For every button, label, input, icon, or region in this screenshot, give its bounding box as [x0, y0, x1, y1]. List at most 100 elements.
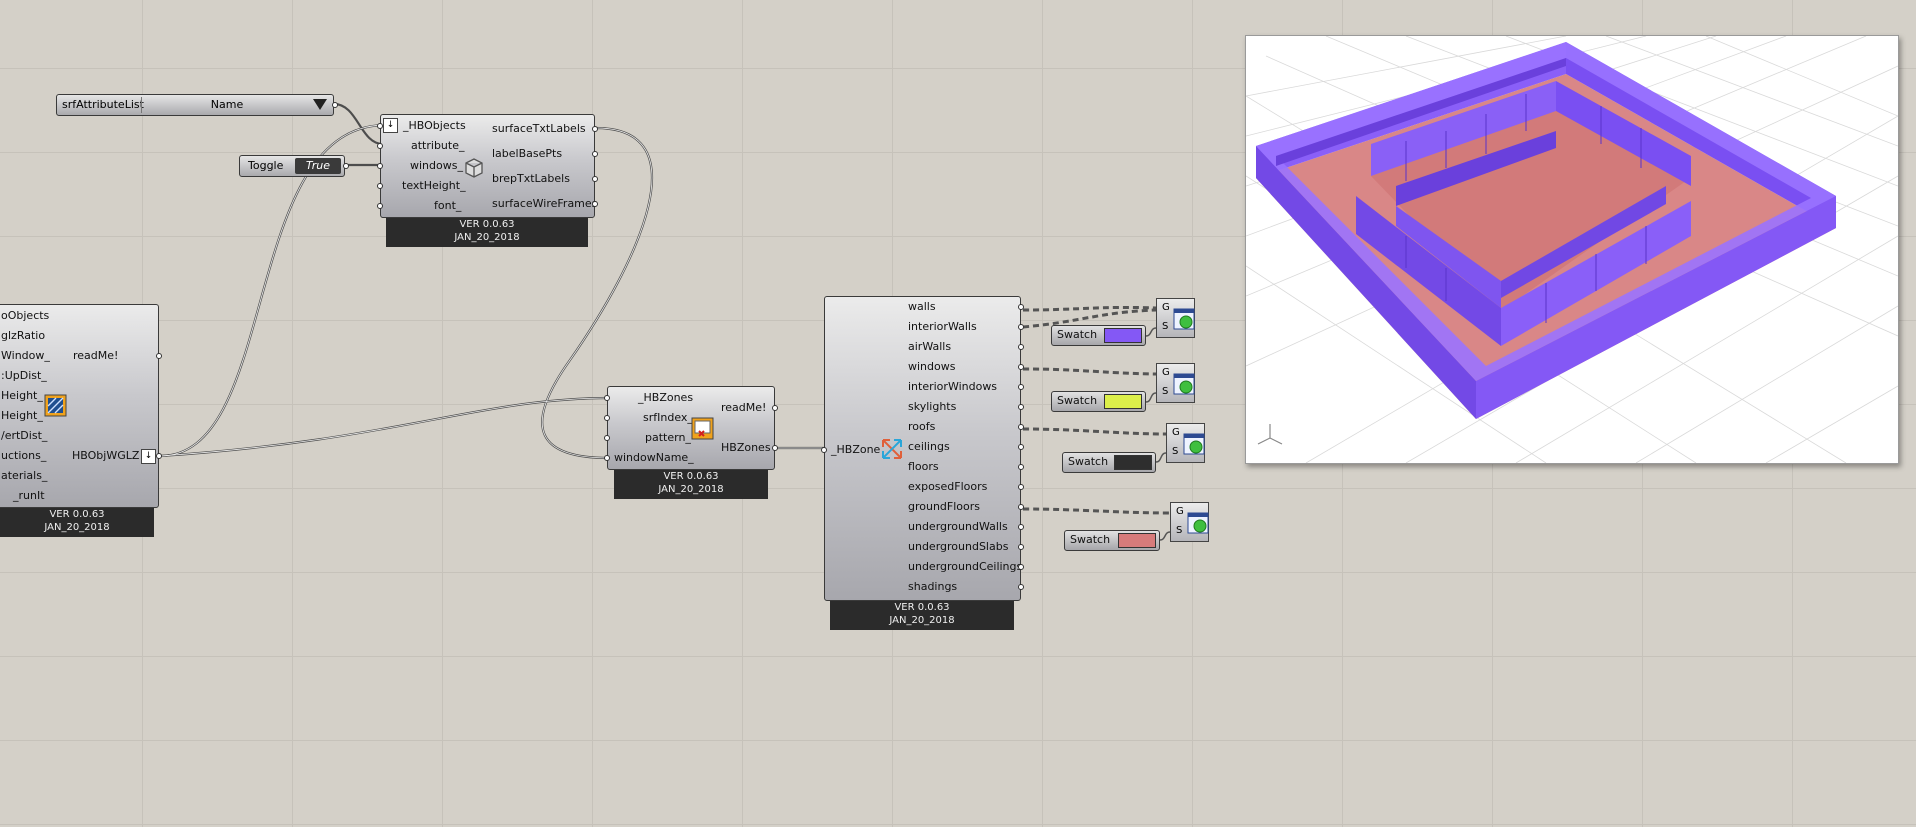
output-breptxtlabels: brepTxtLabels — [492, 172, 570, 185]
value-list-field[interactable]: Name — [141, 97, 312, 113]
version-date: JAN_20_2018 — [658, 484, 724, 495]
input-grip[interactable] — [377, 163, 383, 169]
decompose-icon — [882, 439, 902, 459]
swatch-color[interactable] — [1114, 455, 1152, 470]
input-grip[interactable] — [604, 455, 610, 461]
output-grip[interactable] — [1018, 484, 1024, 490]
preview-sphere-icon — [1173, 308, 1195, 330]
output-grip[interactable] — [592, 176, 598, 182]
output-grip[interactable] — [1018, 424, 1024, 430]
input-grip[interactable] — [604, 415, 610, 421]
flatten-output-icon[interactable]: ↓ — [141, 449, 156, 464]
custom-preview-3[interactable]: G S — [1166, 423, 1205, 463]
output-grip[interactable] — [1018, 344, 1024, 350]
swatch-color[interactable] — [1104, 328, 1142, 343]
swatch-purple[interactable]: Swatch — [1051, 325, 1146, 346]
swatch-color[interactable] — [1118, 533, 1156, 548]
output-grip[interactable] — [592, 151, 598, 157]
output-grip[interactable] — [1018, 324, 1024, 330]
custom-preview-2[interactable]: G S — [1156, 363, 1195, 403]
output-grip[interactable] — [1018, 564, 1024, 570]
wire[interactable] — [1022, 427, 1167, 436]
output-grip[interactable] — [1018, 524, 1024, 530]
flatten-icon[interactable]: ↓ — [383, 118, 398, 133]
output-grip[interactable] — [1018, 304, 1024, 310]
output-undergroundwalls: undergroundWalls — [908, 520, 1008, 533]
swatch-color[interactable] — [1104, 394, 1142, 409]
toggle-value-box[interactable]: True — [295, 158, 341, 174]
swatch-label: Swatch — [1068, 455, 1109, 468]
output-grip[interactable] — [343, 163, 349, 169]
zone-window-component[interactable]: _HBZones srfIndex_ pattern_ windowName_ … — [604, 386, 778, 470]
preview-shader-input: S — [1162, 386, 1169, 397]
output-grip[interactable] — [1018, 364, 1024, 370]
wire[interactable] — [333, 102, 384, 146]
label-surfaces-component[interactable]: _HBObjects attribute_ windows_ textHeigh… — [377, 114, 598, 218]
output-surfacetxtlabels: surfaceTxtLabels — [492, 122, 586, 135]
input-grip[interactable] — [377, 123, 383, 129]
input-grip[interactable] — [604, 435, 610, 441]
input-hbobjects: _HBObjects — [403, 119, 466, 132]
output-grip[interactable] — [1018, 444, 1024, 450]
preview-shader-input: S — [1176, 525, 1183, 536]
output-roofs: roofs — [908, 420, 936, 433]
input-windowname: windowName_ — [614, 451, 694, 464]
input-window: Window_ — [1, 349, 50, 362]
output-grip[interactable] — [1018, 544, 1024, 550]
output-grip[interactable] — [772, 405, 778, 411]
swatch-label: Swatch — [1057, 328, 1098, 341]
output-grip[interactable] — [592, 201, 598, 207]
wire[interactable] — [1022, 507, 1171, 515]
version-tag: VER 0.0.63 JAN_20_2018 — [386, 218, 588, 247]
output-surfacewireframes: surfaceWireFrames — [492, 197, 598, 210]
swatch-dark[interactable]: Swatch — [1062, 452, 1156, 473]
dropdown-arrow-icon[interactable] — [313, 99, 327, 110]
swatch-yellow[interactable]: Swatch — [1051, 391, 1146, 412]
wall-surface — [1356, 196, 1501, 346]
wall-surface — [1256, 146, 1476, 419]
wire[interactable] — [1022, 367, 1157, 376]
attribute-value-list[interactable]: srfAttributeList Name — [56, 94, 338, 116]
input-constructions: uctions_ — [1, 449, 47, 462]
output-grip[interactable] — [156, 453, 162, 459]
preview-geometry-input: G — [1176, 506, 1184, 517]
input-grip[interactable] — [377, 183, 383, 189]
input-grip[interactable] — [821, 447, 827, 453]
swatch-label: Swatch — [1070, 533, 1111, 546]
output-grip[interactable] — [332, 102, 338, 108]
output-grip[interactable] — [1018, 584, 1024, 590]
input-grip[interactable] — [377, 143, 383, 149]
custom-preview-1[interactable]: G S — [1156, 298, 1195, 338]
axis-gizmo-icon — [1257, 424, 1283, 445]
output-skylights: skylights — [908, 400, 957, 413]
output-hbobjwglz: HBObjWGLZ — [72, 449, 140, 462]
box-label-icon — [465, 158, 483, 178]
input-srfindex: srfIndex_ — [643, 411, 693, 424]
output-grip[interactable] — [592, 126, 598, 132]
input-grip[interactable] — [604, 395, 610, 401]
output-grip[interactable] — [1018, 384, 1024, 390]
output-readme: readMe! — [721, 401, 767, 414]
decompose-zone-component[interactable]: _HBZone walls interiorWalls airWalls win… — [821, 296, 1024, 601]
output-grip[interactable] — [772, 445, 778, 451]
output-grip[interactable] — [1018, 504, 1024, 510]
output-grip[interactable] — [1018, 404, 1024, 410]
input-height-2: Height_ — [1, 409, 43, 422]
input-pattern: pattern_ — [645, 431, 691, 444]
wall-surface — [1476, 196, 1836, 419]
output-undergroundslabs: undergroundSlabs — [908, 540, 1009, 553]
custom-preview-4[interactable]: G S — [1170, 502, 1209, 542]
output-grip[interactable] — [1018, 464, 1024, 470]
output-grip[interactable] — [156, 353, 162, 359]
input-windows: windows_ — [410, 159, 463, 172]
input-runit: _runIt — [13, 489, 45, 502]
input-grip[interactable] — [377, 203, 383, 209]
wire[interactable] — [1022, 305, 1157, 312]
glazing-component[interactable]: oObjects glzRatio Window_ :UpDist_ Heigh… — [0, 304, 162, 508]
swatch-pink[interactable]: Swatch — [1064, 530, 1160, 551]
boolean-toggle[interactable]: Toggle True — [239, 155, 349, 177]
input-materials: aterials_ — [1, 469, 48, 482]
output-undergroundceilings: undergroundCeilings — [908, 560, 1023, 573]
version-date: JAN_20_2018 — [44, 522, 110, 533]
rhino-viewport[interactable] — [1245, 35, 1899, 464]
